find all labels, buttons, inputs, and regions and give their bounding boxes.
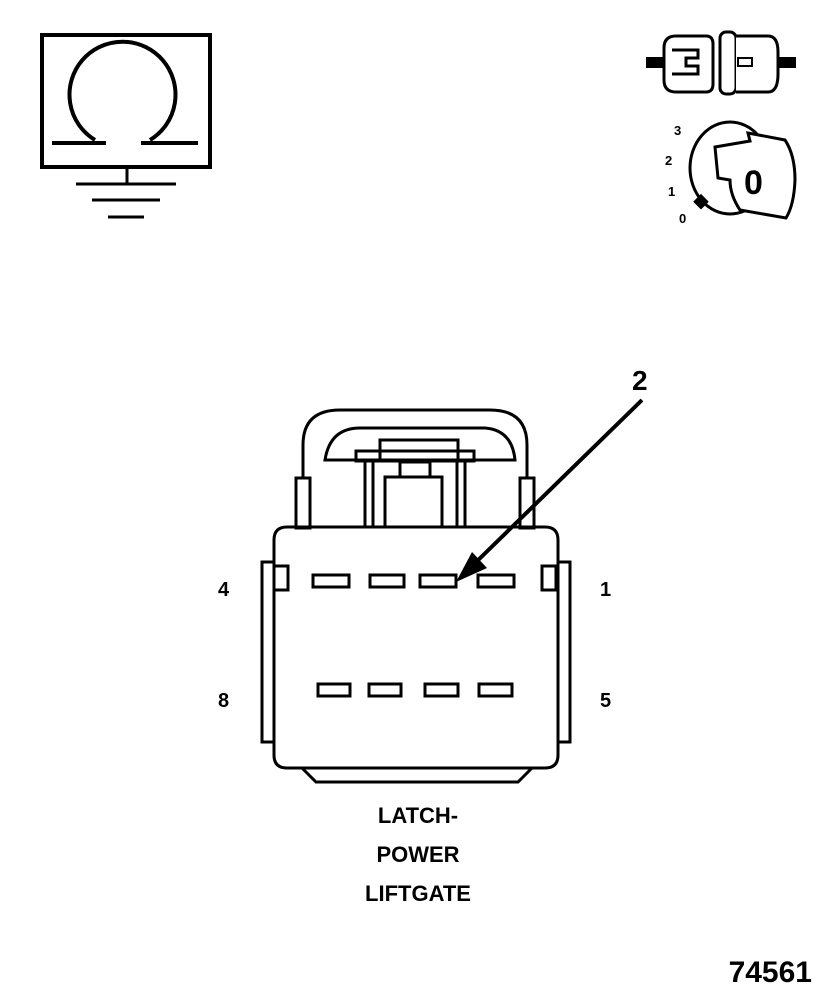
callout-arrow: [456, 398, 644, 582]
ignition-position-0: 0: [679, 211, 686, 226]
ignition-position-3: 3: [674, 123, 681, 138]
cavity-5: [477, 682, 514, 698]
pin-label-8: 8: [218, 690, 229, 712]
ignition-position-1: 1: [668, 184, 675, 199]
cavity-8: [316, 682, 352, 698]
connector-disconnect-icon: [646, 30, 796, 96]
key-icon: [713, 131, 797, 220]
cavity-3: [368, 573, 406, 589]
bottom-row-cavities: [316, 682, 514, 698]
position-indicator-icon: [693, 193, 709, 210]
cavity-2: [418, 573, 458, 589]
ignition-switch-icon: 3 2 1 0 0: [665, 120, 797, 226]
ohmmeter-frame: [40, 33, 212, 169]
key-label: 0: [744, 164, 763, 202]
connector-name-line-1: LATCH-: [378, 803, 458, 828]
pin-label-1: 1: [600, 579, 611, 601]
pin-label-5: 5: [600, 690, 611, 712]
cavity-7: [367, 682, 403, 698]
ohmmeter-icon: [40, 33, 212, 219]
connector-name-line-2: POWER: [376, 842, 459, 867]
omega-symbol-icon: [67, 39, 178, 142]
cavity-4: [311, 573, 351, 589]
ground-symbol-icon: [76, 182, 176, 219]
figure-number: 74561: [729, 956, 812, 989]
cavity-1: [476, 573, 516, 589]
cavity-6: [423, 682, 460, 698]
connector-latch-handle: [301, 408, 529, 478]
connector-face: [260, 408, 572, 784]
top-row-cavities: [311, 573, 516, 589]
callout-number: 2: [632, 365, 648, 396]
connector-name-line-3: LIFTGATE: [365, 881, 471, 906]
connector-housing: [272, 525, 560, 770]
pin-label-4: 4: [218, 579, 230, 601]
ignition-position-2: 2: [665, 153, 672, 168]
connector-name: LATCH- POWER LIFTGATE: [365, 803, 471, 906]
